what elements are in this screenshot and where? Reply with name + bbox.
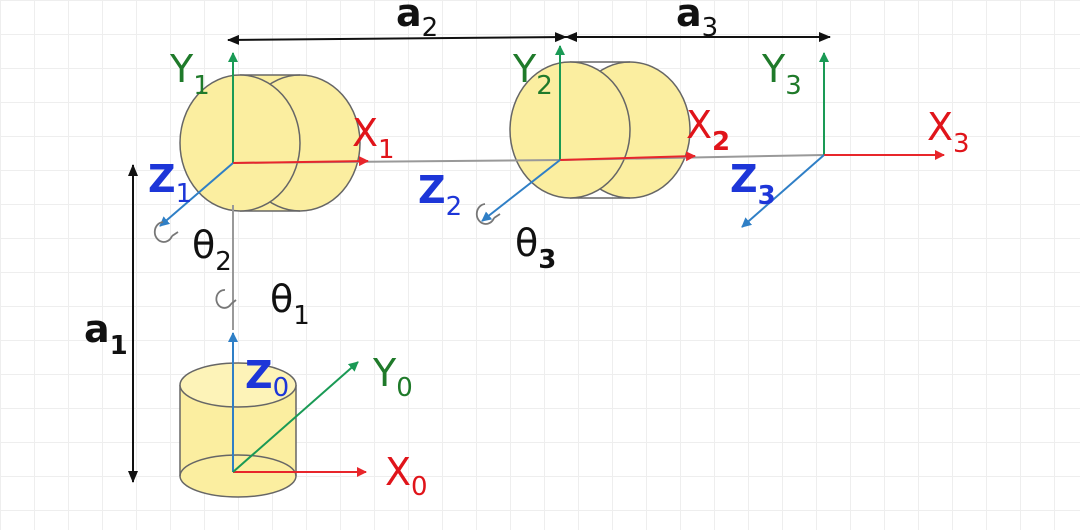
frame-1-z-axis <box>159 162 234 227</box>
y0-label: Y0 <box>372 351 413 403</box>
theta2-label: θ2 <box>192 223 232 277</box>
dimension-a2-arrow <box>227 32 567 45</box>
joint-1-cylinder <box>179 74 361 212</box>
frame-0-y-axis <box>232 361 359 473</box>
y3-label: Y3 <box>761 47 802 101</box>
theta3-label: θ3 <box>515 221 556 275</box>
a3-label: a3 <box>676 0 718 43</box>
rotation-theta1-icon <box>215 289 237 309</box>
x2-label: X2 <box>686 103 730 157</box>
z0-label: Z0 <box>245 353 289 403</box>
frame-3-z-axis <box>741 154 825 228</box>
y1-label: Y1 <box>169 47 210 101</box>
rotation-theta2-icon <box>153 221 179 243</box>
z3-label: Z3 <box>730 157 776 211</box>
z1-label: Z1 <box>148 157 192 209</box>
base-joint-cylinder <box>179 362 297 498</box>
a1-label: a1 <box>84 307 128 361</box>
joint-2-cylinder <box>509 61 691 199</box>
x0-label: X0 <box>385 450 428 502</box>
a2-label: a2 <box>396 0 438 43</box>
rotation-theta3-icon <box>475 203 501 225</box>
frame-2-z-axis <box>481 159 561 222</box>
y2-label: Y2 <box>512 47 553 101</box>
frame-1-x-axis <box>232 156 369 167</box>
z2-label: Z2 <box>418 168 462 222</box>
frame-2-x-axis <box>559 151 696 162</box>
theta1-label: θ1 <box>270 277 310 331</box>
x1-label: X1 <box>352 111 395 165</box>
x3-label: X3 <box>927 105 970 159</box>
